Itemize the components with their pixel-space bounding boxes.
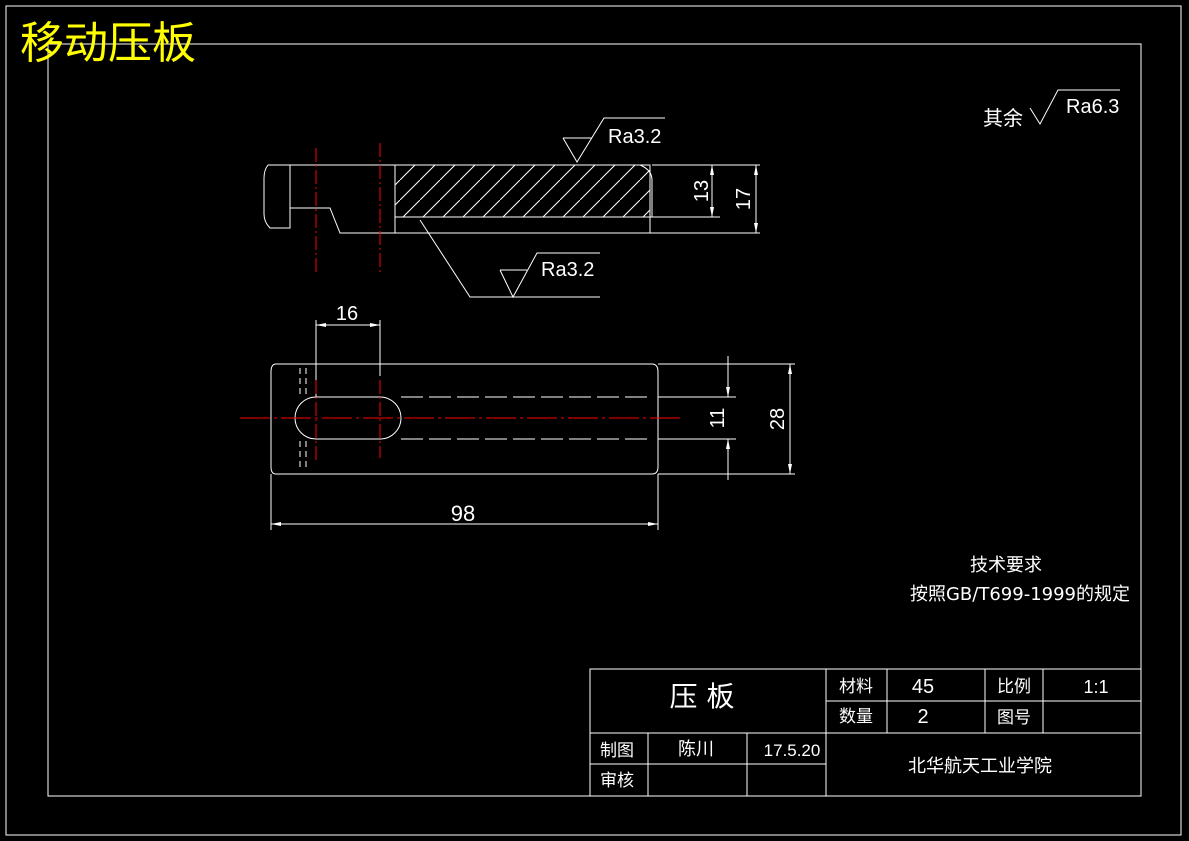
general-roughness-symbol: 其余 Ra6.3 bbox=[983, 89, 1120, 130]
roughness-top-value: Ra3.2 bbox=[608, 126, 661, 148]
roughness-symbol-top: Ra3.2 bbox=[562, 117, 665, 163]
inner-frame bbox=[47, 43, 1142, 797]
dim-inner-thickness: 13 bbox=[691, 180, 713, 202]
top-view bbox=[270, 320, 795, 530]
checked-label: 审核 bbox=[600, 771, 634, 791]
scale-label: 比例 bbox=[997, 677, 1031, 697]
drawn-label: 制图 bbox=[600, 741, 634, 761]
dim-total-thickness: 17 bbox=[733, 188, 755, 210]
section-hatch bbox=[394, 164, 651, 218]
title-block bbox=[589, 668, 1142, 797]
general-roughness-prefix: 其余 bbox=[983, 106, 1023, 130]
drawing-title: 移动压板 bbox=[20, 18, 196, 69]
quantity-label: 数量 bbox=[839, 707, 873, 727]
material-value: 45 bbox=[912, 676, 934, 698]
scale-value: 1:1 bbox=[1083, 677, 1108, 697]
drawn-date: 17.5.20 bbox=[764, 741, 821, 760]
dim-slot-width: 11 bbox=[707, 408, 729, 429]
drawing-no-label: 图号 bbox=[997, 708, 1031, 728]
side-view bbox=[263, 164, 760, 298]
outer-frame bbox=[5, 5, 1182, 836]
general-roughness-value: Ra6.3 bbox=[1066, 96, 1119, 118]
part-name: 压 板 bbox=[670, 680, 735, 713]
dim-length: 98 bbox=[451, 501, 475, 526]
school-name: 北华航天工业学院 bbox=[908, 756, 1052, 777]
material-label: 材料 bbox=[839, 677, 873, 697]
tech-req-heading: 技术要求 bbox=[970, 555, 1042, 576]
quantity-value: 2 bbox=[917, 706, 928, 728]
roughness-symbol-bottom: Ra3.2 bbox=[499, 252, 600, 299]
dim-width: 28 bbox=[767, 408, 789, 430]
tech-req-text: 按照GB/T699-1999的规定 bbox=[910, 584, 1130, 605]
dim-slot-offset: 16 bbox=[336, 303, 358, 325]
drawn-by: 陈川 bbox=[678, 739, 714, 760]
roughness-bottom-value: Ra3.2 bbox=[541, 259, 594, 281]
